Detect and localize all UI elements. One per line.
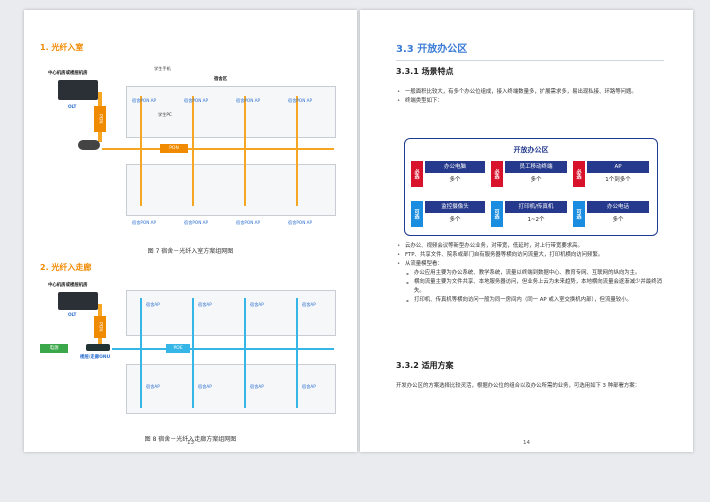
poe-drop-4 <box>296 298 298 408</box>
heading-divider <box>396 60 664 61</box>
sub-bullet-2: 横向流量主要为文件共享、本地服务器访问，但业务上云为未来趋势，本地横向流量会逐渐… <box>396 278 664 296</box>
pon-horizontal-tag: PON <box>160 144 188 153</box>
table-title: 开放办公区 <box>513 146 549 154</box>
opt-tag-1: 可选 <box>411 201 423 227</box>
olt-label-2: OLT <box>68 312 77 317</box>
bullet-scene-2: 终端类型如下： <box>396 97 664 106</box>
bullet-traffic-2: FTP、共享文件、院系或部门自有服务器等横向访问流量大，打印机横向访问频繁。 <box>396 251 664 260</box>
ap-label-top-4: 宿舍PON AP <box>288 98 313 103</box>
pon-vertical-tag-2: PON <box>94 316 106 338</box>
dorm-ap-bottom-1: 宿舍AP <box>146 384 160 389</box>
must-tag-2: 必选 <box>491 161 503 187</box>
ap-label-bottom-2: 宿舍PON AP <box>184 220 209 225</box>
cell-office-phone-count: 多个 <box>612 217 624 223</box>
section-3-3-title: 3.3 开放办公区 <box>396 44 468 55</box>
ap-label-top-2: 宿舍PON AP <box>184 98 209 103</box>
sub-bullet-1: 办公应用主要为办公系统、教学系统，流量以终端到数据中心、教育专网、互联网的纵向为… <box>396 269 664 278</box>
poe-drop-3 <box>244 298 246 408</box>
section1-title: 1. 光纤入室 <box>40 43 84 52</box>
center-room-label-2: 中心机房或楼层机房 <box>48 283 88 288</box>
ap-label-bottom-1: 宿舍PON AP <box>132 220 157 225</box>
pc-label: 学生PC <box>158 112 172 117</box>
corridor-rooms-top <box>126 290 336 336</box>
bullets-scene: 一般面积比较大，有多个办公位组成，接入终端数量多，扩展需求多，易出现私接、环路等… <box>396 88 664 106</box>
drop-line-1 <box>140 96 142 206</box>
power-tag: 电源 <box>40 344 68 353</box>
phone-label: 学生手机 <box>154 66 171 71</box>
drop-line-3 <box>244 96 246 206</box>
splitter-device <box>78 140 100 150</box>
cell-office-pc: 办公电脑 <box>425 161 485 173</box>
drop-line-2 <box>192 96 194 206</box>
bullet-traffic-1: 云办公、视频会议等新型办公业务，对带宽，低延时，对上行带宽要求高。 <box>396 242 664 251</box>
bullet-scene-1: 一般面积比较大，有多个办公位组成，接入终端数量多，扩展需求多，易出现私接、环路等… <box>396 88 664 97</box>
cell-printer-count: 1~2个 <box>527 217 545 223</box>
poe-horizontal-line <box>112 348 334 350</box>
poe-tag: POE <box>166 344 190 353</box>
poe-drop-2 <box>192 298 194 408</box>
olt-device <box>58 80 98 100</box>
opt-tag-2: 可选 <box>491 201 503 227</box>
olt-device-2 <box>58 292 98 310</box>
pon-vertical-tag: PON <box>94 106 106 132</box>
figure7-caption: 图 7 宿舍－光纤入室方案组网图 <box>147 248 234 255</box>
cell-camera-count: 多个 <box>449 217 461 223</box>
onu-device <box>86 344 110 351</box>
figure8-caption: 图 8 宿舍－光纤入走廊方案组网图 <box>144 436 237 443</box>
cell-office-phone: 办公电话 <box>587 201 649 213</box>
cell-office-pc-count: 多个 <box>449 177 461 183</box>
dorm-ap-top-3: 宿舍AP <box>250 302 264 307</box>
must-tag-3: 必选 <box>573 161 585 187</box>
opt-tag-3: 可选 <box>573 201 585 227</box>
olt-label: OLT <box>68 104 77 109</box>
dorm-rooms-bottom <box>126 164 336 216</box>
corridor-rooms-bottom <box>126 364 336 414</box>
solution-paragraph: 开发办公区的方案选择比较灵活，根据办公位的组合以及办公所需的业务，可选用如下 3… <box>396 383 641 389</box>
dorm-zone-label: 宿舍区 <box>214 77 228 82</box>
dorm-ap-bottom-3: 宿舍AP <box>250 384 264 389</box>
right-page: 3.3 开放办公区 3.3.1 场景特点 一般面积比较大，有多个办公位组成，接入… <box>360 10 693 452</box>
cell-mobile-terminal: 员工移动终端 <box>505 161 567 173</box>
drop-line-4 <box>296 96 298 206</box>
center-room-label: 中心机房或楼层机房 <box>48 71 88 76</box>
cell-mobile-terminal-count: 多个 <box>530 177 542 183</box>
ap-label-bottom-4: 宿舍PON AP <box>288 220 313 225</box>
dorm-ap-top-1: 宿舍AP <box>146 302 160 307</box>
dorm-ap-bottom-2: 宿舍AP <box>198 384 212 389</box>
dorm-ap-top-2: 宿舍AP <box>198 302 212 307</box>
must-tag-1: 必选 <box>411 161 423 187</box>
cell-ap: AP <box>587 161 649 173</box>
ap-label-top-3: 宿舍PON AP <box>236 98 261 103</box>
bullets-traffic: 云办公、视频会议等新型办公业务，对带宽，低延时，对上行带宽要求高。 FTP、共享… <box>396 242 664 305</box>
terminal-type-table: 开放办公区 必选 办公电脑 多个 必选 员工移动终端 多个 必选 AP 1个到多… <box>404 138 658 236</box>
bullet-traffic-3: 从流量模型看： <box>396 260 664 269</box>
section2-title: 2. 光纤入走廊 <box>40 263 92 272</box>
sub-bullet-3: 打印机、传真机等横向访问一般为同一房间内（同一 AP 或入室交换机内部），但流量… <box>396 296 664 305</box>
onu-label: 楼层/走廊ONU <box>80 355 111 360</box>
cell-printer: 打印机/传真机 <box>505 201 567 213</box>
section-3-3-1-title: 3.3.1 场景特点 <box>396 67 454 76</box>
page-number-right: 14 <box>523 440 530 446</box>
ap-label-top-1: 宿舍PON AP <box>132 98 157 103</box>
dorm-ap-top-4: 宿舍AP <box>302 302 316 307</box>
dorm-rooms-top <box>126 86 336 138</box>
dorm-ap-bottom-4: 宿舍AP <box>302 384 316 389</box>
cell-camera: 监控摄像头 <box>425 201 485 213</box>
ap-label-bottom-3: 宿舍PON AP <box>236 220 261 225</box>
poe-drop-1 <box>140 298 142 408</box>
page-number-left: 13 <box>187 440 194 446</box>
section-3-3-2-title: 3.3.2 适用方案 <box>396 361 454 370</box>
left-page: 1. 光纤入室 中心机房或楼层机房 OLT 宿舍区 PON PON 宿舍PON … <box>24 10 357 452</box>
figure-fiber-to-corridor: 中心机房或楼层机房 OLT PON 电源 楼层/走廊ONU POE 宿舍AP 宿… <box>36 278 342 430</box>
cell-ap-count: 1个到多个 <box>605 177 631 183</box>
figure-fiber-to-room: 中心机房或楼层机房 OLT 宿舍区 PON PON 宿舍PON AP 宿舍PON… <box>36 60 342 240</box>
pon-horizontal-line <box>102 148 334 150</box>
